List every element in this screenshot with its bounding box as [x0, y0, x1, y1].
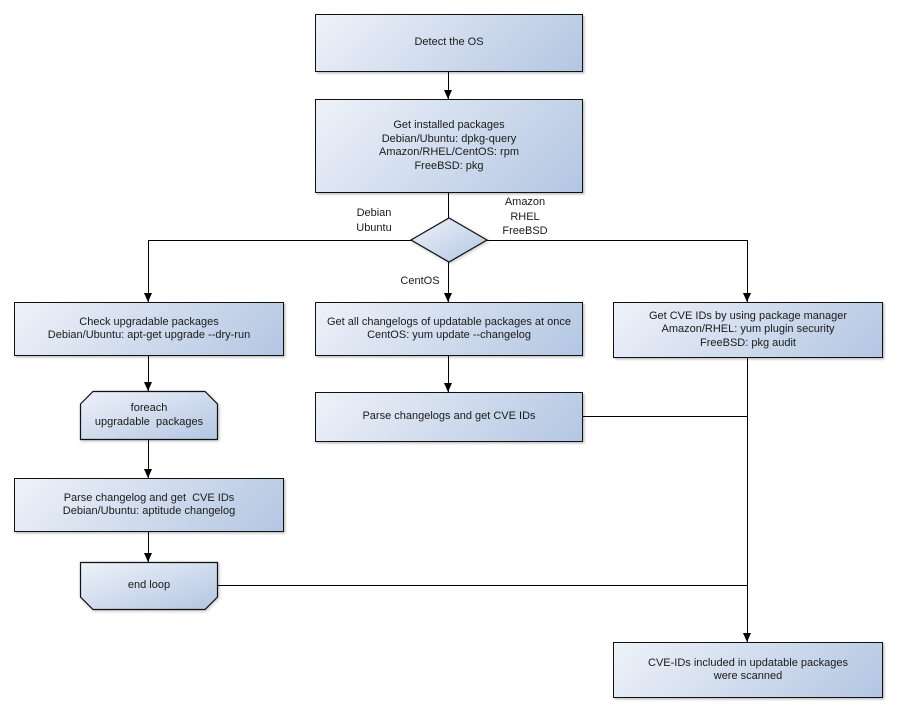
node-get-all-changelogs-text: CentOS: yum update --changelog	[367, 329, 531, 341]
edge-detect-to-installed-line	[448, 72, 449, 99]
edge-label-centos: CentOS	[386, 274, 454, 289]
node-get-all-changelogs: Get all changelogs of updatable packages…	[315, 302, 583, 356]
node-parse-changelog-aptitude-text: Debian/Ubuntu: aptitude changelog	[62, 505, 236, 517]
node-get-cve-ids-package-manager-text: FreeBSD: pkg audit	[700, 336, 796, 349]
node-get-cve-ids-package-manager: Get CVE IDs by using package manager Ama…	[613, 302, 883, 358]
node-cve-ids-scanned-text: were scanned	[713, 670, 783, 682]
node-detect-os-text: Detect the OS	[414, 36, 484, 49]
node-check-upgradable-packages: Check upgradable packages Debian/Ubuntu:…	[14, 302, 284, 356]
edge-trunk-to-scanned-line	[747, 358, 748, 642]
edge-check-to-foreach-arrowhead	[144, 382, 152, 391]
edge-label-amazon-rhel-freebsd-text: Amazon	[504, 196, 546, 208]
node-parse-changelogs: Parse changelogs and get CVE IDs	[315, 392, 583, 442]
node-detect-os: Detect the OS	[315, 14, 583, 72]
edge-decision-right-vline	[747, 240, 748, 302]
edge-decision-center-vline	[448, 262, 449, 302]
node-parse-changelog-aptitude-text: Parse changelog and get CVE IDs	[63, 491, 235, 504]
edge-decision-center-arrowhead	[444, 293, 452, 302]
edge-changelogs-to-parse-arrowhead	[444, 383, 452, 392]
edge-check-to-foreach-line	[148, 356, 149, 391]
node-check-upgradable-packages-text: Debian/Ubuntu: apt-get upgrade --dry-run	[47, 329, 251, 341]
edge-label-debian-ubuntu: Debian Ubuntu	[334, 206, 414, 235]
node-get-installed-packages: Get installed packages Debian/Ubuntu: dp…	[315, 99, 583, 193]
os-decision-diamond-shape	[409, 217, 489, 263]
edge-endloop-to-trunk-line	[217, 585, 748, 586]
node-cve-ids-scanned-text: CVE-IDs included in updatable packages	[648, 656, 848, 669]
edge-parse-to-endloop-line	[148, 532, 149, 562]
node-foreach-upgradable-packages-text: upgradable packages	[94, 415, 204, 428]
edge-parse-changelogs-to-trunk-line	[583, 416, 748, 417]
edge-foreach-to-parse-line	[148, 440, 149, 478]
edge-changelogs-to-parse-line	[448, 356, 449, 392]
node-end-loop-text: end loop	[127, 579, 171, 592]
os-decision-diamond	[409, 217, 489, 263]
edge-foreach-to-parse-arrowhead	[144, 469, 152, 478]
edge-decision-right-arrowhead	[743, 293, 751, 302]
node-foreach-upgradable-packages-text: foreach	[130, 402, 168, 414]
edge-label-debian-ubuntu-text: Ubuntu	[356, 221, 392, 234]
loop-end-shape	[79, 561, 219, 611]
edge-label-centos-text: CentOS	[400, 275, 440, 287]
node-get-installed-packages-text: Amazon/RHEL/CentOS: rpm	[379, 146, 519, 158]
edge-parse-to-endloop-arrowhead	[144, 553, 152, 562]
node-get-installed-packages-text: FreeBSD: pkg	[414, 159, 484, 172]
loop-begin-shape	[79, 390, 219, 441]
edge-decision-left-arrowhead	[144, 293, 152, 302]
node-get-cve-ids-package-manager-text: Amazon/RHEL: yum plugin security	[661, 323, 835, 336]
node-get-installed-packages-text: Debian/Ubuntu: dpkg-query	[381, 132, 517, 145]
edge-label-amazon-rhel-freebsd: Amazon RHEL FreeBSD	[485, 195, 565, 239]
edge-label-amazon-rhel-freebsd-text: RHEL	[510, 210, 540, 223]
node-parse-changelogs-text: Parse changelogs and get CVE IDs	[362, 410, 536, 423]
node-end-loop: end loop	[79, 561, 219, 611]
node-get-all-changelogs-text: Get all changelogs of updatable packages…	[326, 315, 571, 328]
edge-detect-to-installed-arrowhead	[444, 90, 452, 99]
edge-installed-to-decision-line	[448, 193, 449, 218]
node-get-cve-ids-package-manager-text: Get CVE IDs by using package manager	[648, 309, 848, 322]
edge-decision-right-hline	[487, 240, 748, 241]
edge-trunk-to-scanned-arrowhead	[743, 633, 751, 642]
edge-decision-left-hline	[148, 240, 411, 241]
node-cve-ids-scanned: CVE-IDs included in updatable packages w…	[613, 642, 883, 698]
edge-decision-left-vline	[148, 240, 149, 302]
node-get-installed-packages-text: Get installed packages	[393, 119, 505, 131]
node-parse-changelog-aptitude: Parse changelog and get CVE IDs Debian/U…	[14, 478, 284, 532]
edge-label-amazon-rhel-freebsd-text: FreeBSD	[502, 225, 548, 237]
node-check-upgradable-packages-text: Check upgradable packages	[79, 315, 219, 328]
node-foreach-upgradable-packages: foreach upgradable packages	[79, 390, 219, 441]
edge-label-debian-ubuntu-text: Debian	[356, 207, 392, 219]
